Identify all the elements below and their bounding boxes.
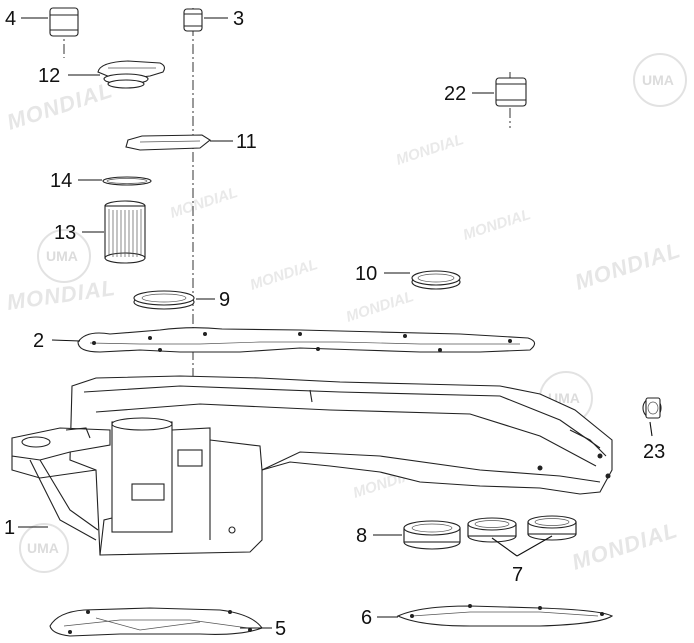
callout-9: 9 bbox=[219, 289, 230, 311]
watermark-brand: MONDIAL bbox=[572, 237, 684, 295]
part-1-crankcase bbox=[11, 375, 613, 556]
part-4-plug bbox=[49, 7, 79, 37]
callout-labels: 4 3 12 22 11 14 13 10 9 2 23 1 8 7 5 6 bbox=[4, 8, 665, 640]
part-5-gasket bbox=[49, 607, 263, 637]
watermark-brand: MONDIAL bbox=[248, 256, 320, 294]
part-7-bearing bbox=[467, 517, 517, 543]
watermark-brand: MONDIAL bbox=[569, 517, 681, 575]
part-12-filter-cover bbox=[97, 60, 165, 89]
part-14-o-ring bbox=[102, 176, 152, 186]
callout-5: 5 bbox=[275, 618, 286, 640]
uma-logo-text: UMA bbox=[642, 72, 674, 88]
part-6-gasket bbox=[396, 604, 614, 627]
uma-logo: UMA bbox=[19, 523, 69, 573]
watermark-brand: MONDIAL bbox=[168, 184, 240, 222]
part-13-oil-filter bbox=[104, 200, 146, 264]
part-3-plug bbox=[183, 8, 203, 32]
callout-10: 10 bbox=[355, 263, 377, 285]
part-7-bearing bbox=[527, 515, 577, 541]
callout-6: 6 bbox=[361, 607, 372, 629]
callout-22: 22 bbox=[444, 83, 466, 105]
part-22-bearing bbox=[495, 77, 527, 107]
watermark-brand: MONDIAL bbox=[394, 131, 466, 169]
leader-lines bbox=[18, 17, 653, 629]
watermark-brand: MONDIAL bbox=[344, 288, 416, 326]
callout-23: 23 bbox=[643, 441, 665, 463]
callout-7: 7 bbox=[512, 564, 523, 586]
part-11-gasket bbox=[125, 134, 211, 151]
callout-2: 2 bbox=[33, 330, 44, 352]
callout-12: 12 bbox=[38, 65, 60, 87]
callout-1: 1 bbox=[4, 517, 15, 539]
callout-14: 14 bbox=[50, 170, 72, 192]
part-10-seal-ring bbox=[411, 270, 461, 290]
callout-8: 8 bbox=[356, 525, 367, 547]
part-8-bearing bbox=[403, 520, 461, 550]
part-2-gasket bbox=[77, 327, 536, 353]
callout-4: 4 bbox=[5, 8, 16, 30]
uma-logo-text: UMA bbox=[27, 540, 59, 556]
callout-3: 3 bbox=[233, 8, 244, 30]
callout-11: 11 bbox=[236, 131, 257, 153]
uma-logo: UMA bbox=[633, 53, 687, 107]
part-9-seal-ring bbox=[133, 290, 195, 310]
uma-logo-text: UMA bbox=[46, 248, 78, 264]
callout-13: 13 bbox=[54, 222, 76, 244]
part-23-plug bbox=[642, 397, 662, 419]
uma-logo: UMA bbox=[37, 229, 91, 283]
watermark-brand: MONDIAL bbox=[461, 206, 533, 244]
